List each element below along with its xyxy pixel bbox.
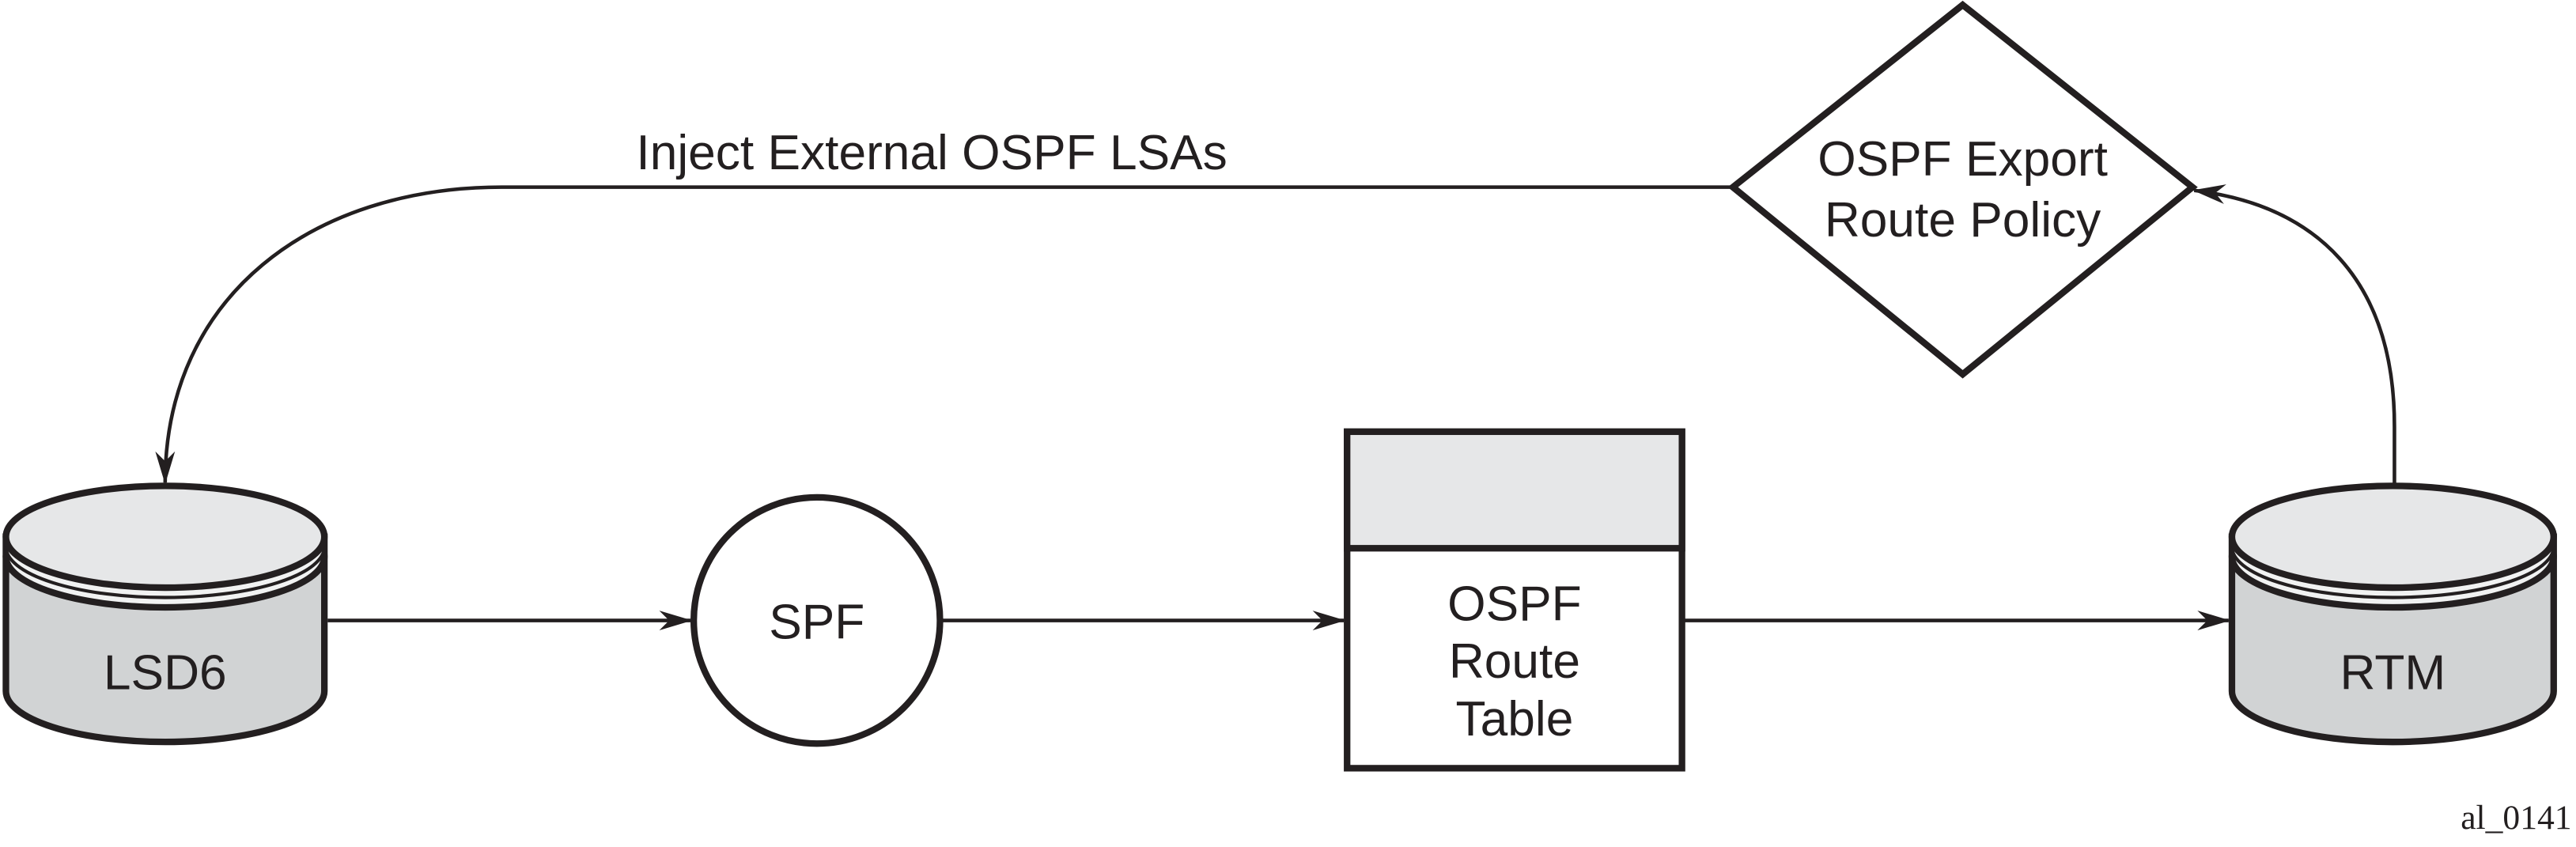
route-table-label-1: OSPF bbox=[1447, 577, 1582, 632]
arrow-rtm-to-policy bbox=[2192, 184, 2396, 486]
ospf-route-table: OSPF Route Table bbox=[1344, 428, 1685, 772]
lsd6-label: LSD6 bbox=[104, 646, 227, 701]
policy-label-2: Route Policy bbox=[1825, 193, 2101, 248]
inject-lsas-label: Inject External OSPF LSAs bbox=[636, 126, 1227, 180]
rtm-database: RTM bbox=[2228, 482, 2557, 746]
spf-label: SPF bbox=[769, 595, 864, 649]
figure-id: al_0141 bbox=[2461, 799, 2571, 837]
rtm-label: RTM bbox=[2340, 646, 2446, 701]
ospf-export-policy: OSPF Export Route Policy bbox=[1727, 0, 2198, 379]
lsd6-database: LSD6 bbox=[2, 482, 328, 746]
spf-process: SPF bbox=[690, 493, 944, 747]
arrow-policy-to-lsd6 bbox=[155, 185, 1733, 485]
route-table-label-3: Table bbox=[1456, 692, 1574, 747]
route-table-label-2: Route bbox=[1449, 634, 1580, 689]
policy-label-1: OSPF Export bbox=[1818, 132, 2108, 187]
